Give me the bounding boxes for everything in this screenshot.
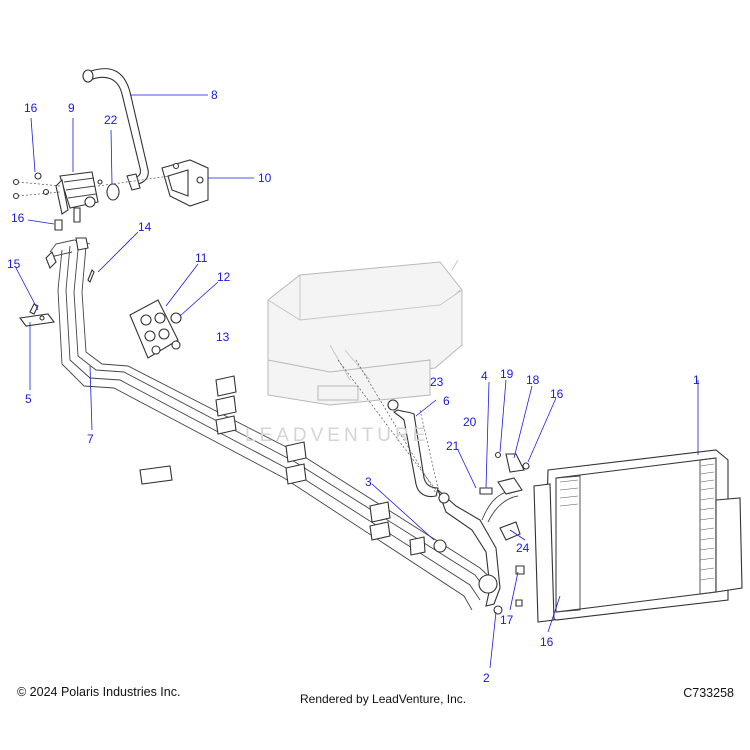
callout-1: 1 [693, 373, 700, 387]
part-9-valve [55, 171, 99, 223]
part-13-clips [139, 375, 426, 556]
callout-5: 5 [25, 392, 32, 406]
leader-lines [15, 94, 699, 669]
callout-19: 19 [500, 367, 514, 381]
callout-16-top: 16 [24, 101, 38, 115]
leadventure-watermark: LEADVENTURE [245, 425, 430, 446]
part-8-hose [82, 68, 149, 191]
part-22-clamp [106, 183, 120, 201]
part-12-grommet [171, 340, 181, 350]
callout-6: 6 [443, 394, 450, 408]
callout-22: 22 [104, 113, 118, 127]
part-6-hose [393, 409, 439, 498]
callout-12: 12 [217, 270, 231, 284]
assembly-dash-lines [337, 359, 441, 501]
ghost-housing [267, 259, 463, 406]
callout-2: 2 [483, 671, 490, 685]
callout-11: 11 [195, 251, 208, 265]
callout-17: 17 [500, 613, 514, 627]
callout-21: 21 [446, 439, 460, 453]
part-14-pin [87, 269, 95, 283]
callout-9: 9 [68, 101, 75, 115]
diagram-code: C733258 [683, 686, 734, 700]
callout-24: 24 [516, 541, 530, 555]
callout-16-bottom: 16 [540, 635, 554, 649]
callout-15: 15 [7, 257, 21, 271]
part-5-bracket [19, 303, 55, 327]
callout-13: 13 [216, 330, 230, 344]
callout-18: 18 [526, 373, 540, 387]
fasteners-top-left [12, 172, 103, 231]
callout-16-left: 16 [11, 211, 25, 225]
part-11-grommet-plate [129, 299, 179, 359]
part-10-bracket [161, 159, 209, 207]
part-12-grommet [170, 312, 182, 324]
callout-20: 20 [463, 415, 477, 429]
part-1-condenser [533, 449, 743, 623]
callout-14: 14 [138, 220, 152, 234]
assembly-dash-lines [17, 175, 171, 197]
part-21-line [433, 485, 521, 615]
rendered-by-text: Rendered by LeadVenture, Inc. [300, 692, 467, 706]
callout-10: 10 [258, 171, 272, 185]
part-7-line-bundle [45, 237, 499, 611]
callout-7: 7 [87, 432, 94, 446]
callout-3: 3 [365, 475, 372, 489]
callout-8: 8 [211, 88, 218, 102]
callouts: 1 2 3 4 5 6 7 8 9 10 11 12 13 14 15 16 1… [7, 88, 700, 685]
callout-4: 4 [481, 369, 488, 383]
copyright-text: © 2024 Polaris Industries Inc. [17, 685, 181, 699]
callout-16-right: 16 [550, 387, 564, 401]
callout-23: 23 [430, 375, 444, 389]
part-23-clamp [387, 399, 399, 411]
